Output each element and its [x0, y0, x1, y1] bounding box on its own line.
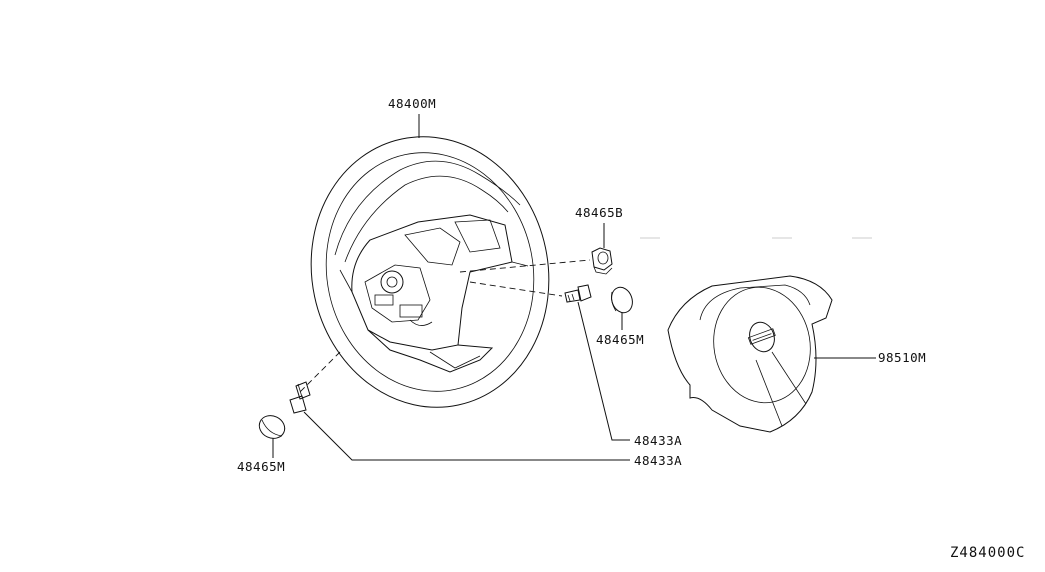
label-48465b: 48465B [575, 205, 623, 220]
airbag-module[interactable] [667, 275, 833, 433]
label-48465m-left: 48465M [237, 459, 285, 474]
assembly-line-bolt-right [469, 281, 563, 297]
label-48400m: 48400M [388, 96, 436, 111]
bolt-48433a-right[interactable] [564, 284, 592, 303]
leader-48433a-right [577, 301, 630, 441]
label-98510m: 98510M [878, 350, 926, 365]
label-48433a-left: 48433A [634, 453, 682, 468]
assembly-line-bolt-left [299, 351, 341, 393]
assembly-line-nut [459, 259, 591, 273]
reference-code: Z484000C [950, 545, 1025, 561]
cap-48465m-left[interactable] [256, 412, 289, 443]
bolt-48433a-left[interactable] [289, 381, 311, 414]
label-48465m-right: 48465M [596, 332, 644, 347]
label-48433a-right: 48433A [634, 433, 682, 448]
steering-wheel[interactable] [286, 114, 573, 429]
leader-48433a-left [303, 411, 630, 461]
cap-48465m-right[interactable] [608, 284, 636, 315]
nut-48465b[interactable] [591, 247, 613, 275]
